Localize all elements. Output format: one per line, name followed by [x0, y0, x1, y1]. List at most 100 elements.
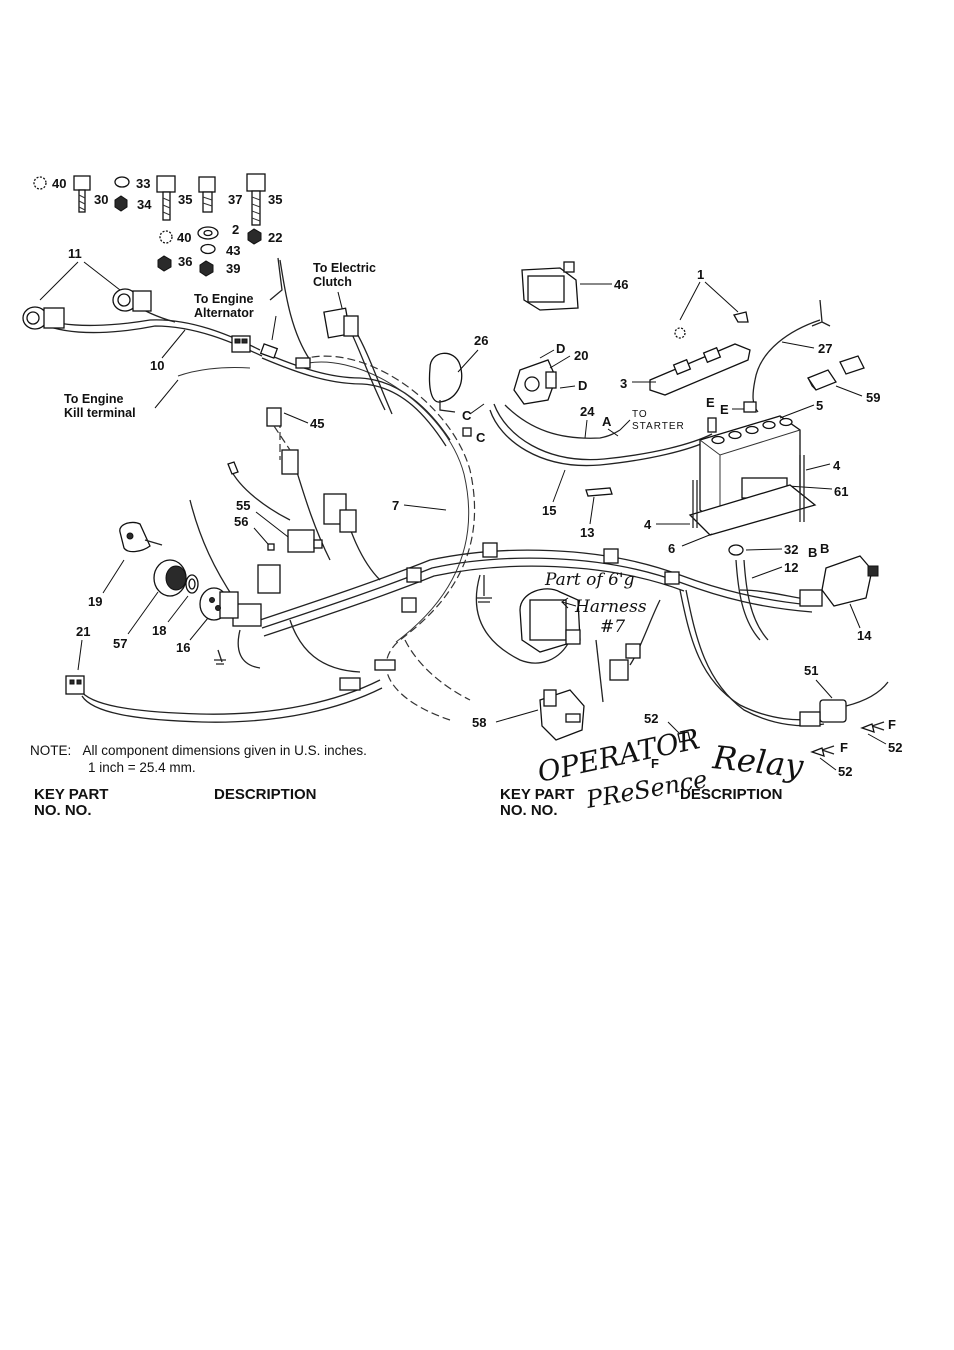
note-line-2: 1 inch = 25.4 mm. [88, 760, 196, 775]
callout-22: 22 [268, 230, 282, 245]
key-part-header-left: KEY PART NO. NO. DESCRIPTION [34, 786, 317, 819]
description-label-right: DESCRIPTION [680, 786, 783, 803]
callout-19: 19 [88, 594, 102, 609]
nut-34 [114, 195, 128, 212]
bezel-57 [153, 559, 187, 597]
washer-43 [200, 243, 216, 255]
callout-30: 30 [94, 192, 108, 207]
key-part-label: KEY PART [34, 786, 109, 803]
relay-14 [799, 555, 879, 607]
terminal-52a [677, 731, 691, 743]
callout-33: 33 [136, 176, 150, 191]
letter-f-2: F [888, 717, 896, 732]
harness-bands [295, 357, 680, 691]
battery-tray-6 [688, 455, 817, 536]
callout-36: 36 [178, 254, 192, 269]
bolt-35b [246, 173, 266, 226]
bolt-37 [198, 176, 216, 213]
callout-58: 58 [472, 715, 486, 730]
letter-f-3: F [840, 740, 848, 755]
switch-55 [287, 529, 323, 553]
callout-40: 40 [52, 176, 66, 191]
bolt-35a [156, 175, 176, 221]
note-line-1: All component dimensions given in U.S. i… [82, 743, 367, 758]
callout-12: 12 [784, 560, 798, 575]
callout-55: 55 [236, 498, 250, 513]
letter-e-2: E [720, 402, 729, 417]
solenoid-20 [513, 359, 557, 405]
callout-15: 15 [542, 503, 556, 518]
callout-51: 51 [804, 663, 818, 678]
washer-32 [728, 544, 744, 556]
hardware-cluster: 40 30 33 34 35 [33, 173, 282, 277]
callout-16: 16 [176, 640, 190, 655]
callout-56: 56 [234, 514, 248, 529]
no-no-label: NO. NO. [34, 802, 92, 819]
label-to-electric-clutch: To Electric [313, 261, 376, 275]
callout-34: 34 [137, 197, 152, 212]
key-part-header-right: KEY PART NO. NO. DESCRIPTION [500, 787, 783, 819]
note-prefix: NOTE: [30, 743, 72, 758]
letter-b-1: B [808, 545, 817, 560]
callout-40-b: 40 [177, 230, 191, 245]
callout-59: 59 [866, 390, 880, 405]
description-label: DESCRIPTION [214, 786, 317, 803]
callout-7: 7 [392, 498, 399, 513]
handwritten-notes: Part of 6'g Harness #7 OPERATOR PReSence… [535, 570, 806, 814]
callout-3: 3 [620, 376, 627, 391]
handwriting-relay: Relay [710, 738, 806, 785]
label-to-starter-2: STARTER [632, 421, 685, 432]
label-to-engine-alternator: To Engine [194, 292, 254, 306]
callout-52: 52 [644, 711, 658, 726]
callout-52-b: 52 [888, 740, 902, 755]
no-no-label-right: NO. NO. [500, 802, 558, 819]
key-19 [119, 521, 163, 553]
bolt-30 [73, 175, 91, 213]
callout-11: 11 [68, 246, 82, 261]
callout-52-c: 52 [838, 764, 852, 779]
label-to-engine-kill: To Engine [64, 392, 124, 406]
connector-21 [65, 675, 85, 695]
callout-10: 10 [150, 358, 164, 373]
callout-2: 2 [232, 222, 239, 237]
connector-45 [266, 407, 299, 475]
callout-14: 14 [857, 628, 872, 643]
terminal-e [743, 401, 757, 413]
callout-57: 57 [113, 636, 127, 651]
callout-26: 26 [474, 333, 488, 348]
callout-18: 18 [152, 623, 166, 638]
handwriting-seven: #7 [600, 617, 625, 637]
letter-d-1: D [556, 341, 565, 356]
terminal-c [462, 427, 472, 437]
operator-presence-switch-58 [539, 689, 585, 741]
electric-clutch-connector [323, 307, 359, 339]
callout-43: 43 [226, 243, 240, 258]
connector-51 [799, 681, 889, 727]
label-to-electric-clutch-2: Clutch [313, 275, 352, 289]
screw-56 [267, 543, 275, 551]
headlight-assembly [22, 288, 251, 353]
callout-32: 32 [784, 542, 798, 557]
letter-b-2: B [820, 541, 829, 556]
terminal-covers-59 [807, 355, 865, 391]
callout-4: 4 [833, 458, 841, 473]
harness-module [519, 588, 581, 653]
callout-37: 37 [228, 192, 242, 207]
callout-35-b: 35 [268, 192, 282, 207]
letter-c-1: C [462, 408, 472, 423]
alternator-terminal [259, 343, 279, 359]
washer-33 [114, 176, 130, 188]
bracket-3 [649, 343, 751, 396]
clip-13 [585, 487, 613, 497]
callout-46: 46 [614, 277, 628, 292]
module-46 [521, 261, 579, 311]
plug-small [609, 659, 629, 681]
handwriting-part-of: Part of 6'g [544, 570, 635, 590]
letter-e-1: E [706, 395, 715, 410]
callout-21: 21 [76, 624, 90, 639]
ignition-switch-16 [199, 587, 239, 621]
callout-45: 45 [310, 416, 324, 431]
callout-39: 39 [226, 261, 240, 276]
label-to-engine-alternator-2: Alternator [194, 306, 254, 320]
